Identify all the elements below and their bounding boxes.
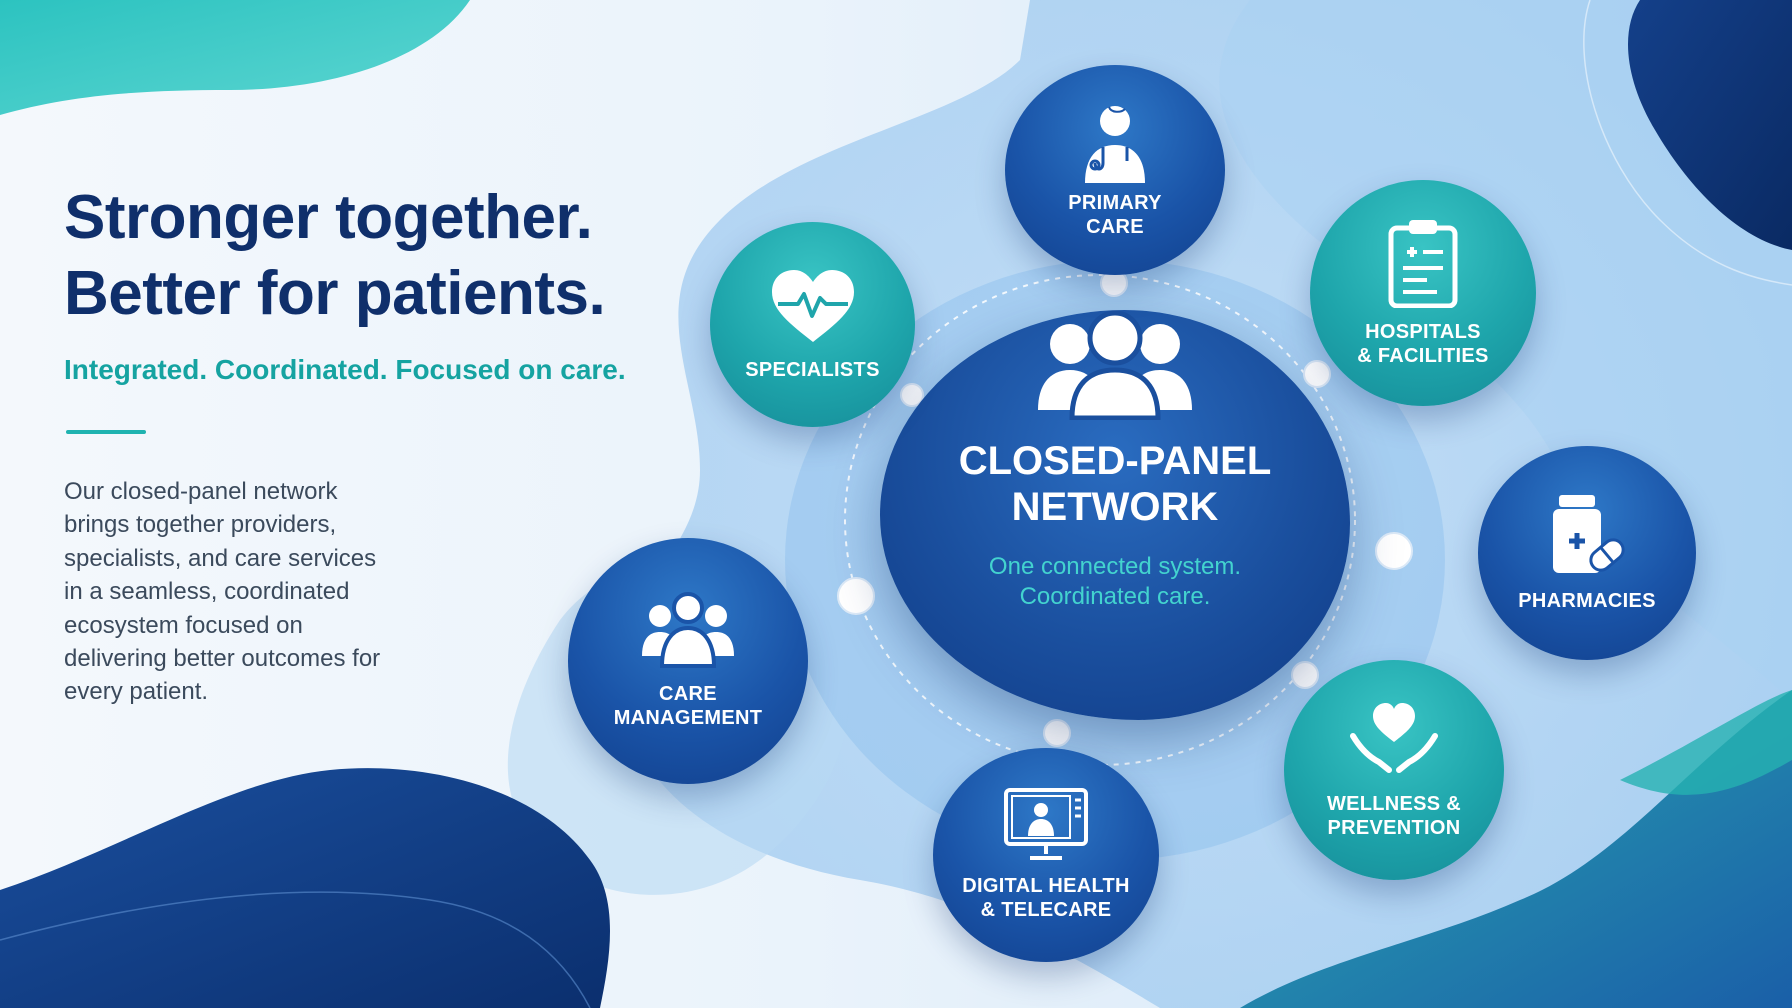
doctor-icon [1085, 106, 1145, 183]
node-specialists-label: SPECIALISTS [745, 358, 880, 381]
node-pharmacies-label: PHARMACIES [1518, 590, 1656, 612]
node-primary-care-label: PRIMARY CARE [1068, 192, 1162, 238]
heart-pulse-icon [771, 269, 854, 342]
node-care-management: CARE MANAGEMENT [568, 538, 808, 784]
care-team-icon [642, 592, 734, 668]
tagline: Integrated. Coordinated. Focused on care… [64, 354, 626, 385]
people-group-icon [1038, 310, 1192, 420]
hands-heart-icon [1350, 703, 1438, 773]
node-digital-health-telecare: DIGITAL HEALTH & TELECARE [933, 748, 1159, 962]
node-care-management-label: CARE MANAGEMENT [613, 683, 763, 729]
node-hospitals-facilities: HOSPITALS & FACILITIES [1310, 180, 1536, 406]
medicine-bottle-icon [1553, 495, 1625, 573]
hub-title: CLOSED-PANEL NETWORK [958, 439, 1272, 529]
node-hospitals-facilities-label: HOSPITALS & FACILITIES [1357, 321, 1489, 367]
body-copy: Our closed-panel network brings together… [64, 478, 381, 706]
node-specialists: SPECIALISTS [710, 222, 915, 427]
headline-line-1: Stronger together. [64, 183, 593, 252]
headline-line-2: Better for patients. [64, 259, 606, 328]
clipboard-icon [1388, 220, 1458, 308]
accent-divider [66, 430, 146, 434]
node-primary-care: PRIMARY CARE [1005, 65, 1225, 275]
node-wellness-prevention-label: WELLNESS & PREVENTION [1326, 793, 1462, 839]
node-digital-health-telecare-label: DIGITAL HEALTH & TELECARE [962, 875, 1130, 921]
node-pharmacies: PHARMACIES [1478, 446, 1696, 660]
headline: Stronger together. Better for patients. [64, 180, 606, 332]
node-wellness-prevention: WELLNESS & PREVENTION [1284, 660, 1504, 880]
network-hub: CLOSED-PANEL NETWORK One connected syste… [880, 310, 1350, 720]
hub-subtitle: One connected system. Coordinated care. [988, 553, 1242, 610]
telehealth-monitor-icon [1004, 788, 1088, 860]
